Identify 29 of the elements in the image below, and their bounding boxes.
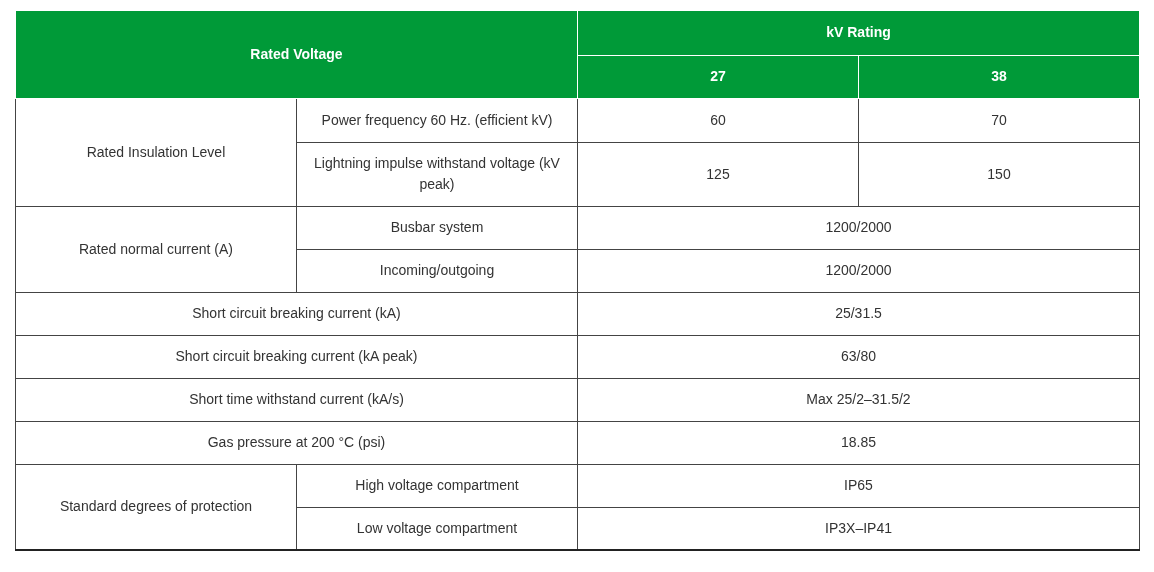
table-cell: Short circuit breaking current (kA peak) [15,335,578,378]
table-cell: Lightning impulse withstand voltage (kV peak) [296,142,578,206]
header-cell: 27 [577,55,859,98]
table-cell: 1200/2000 [577,249,1140,292]
table-cell: 125 [577,142,859,206]
header-cell: kV Rating [577,11,1140,55]
table-cell: Short time withstand current (kA/s) [15,378,578,421]
header-cell: Rated Voltage [15,11,578,98]
table-cell: High voltage compartment [296,464,578,507]
table-cell: Max 25/2–31.5/2 [577,378,1140,421]
table-cell: 63/80 [577,335,1140,378]
table-cell: Busbar system [296,206,578,249]
table-cell: Short circuit breaking current (kA) [15,292,578,335]
table-cell: 1200/2000 [577,206,1140,249]
table-cell: Incoming/outgoing [296,249,578,292]
table-cell: Standard degrees of protection [15,464,297,550]
table-cell: IP65 [577,464,1140,507]
table-cell: 70 [858,98,1140,142]
table-cell: Low voltage compartment [296,507,578,550]
table-cell: Rated Insulation Level [15,98,297,206]
header-cell: 38 [858,55,1140,98]
table-cell: Power frequency 60 Hz. (efficient kV) [296,98,578,142]
table-cell: 150 [858,142,1140,206]
table-cell: IP3X–IP41 [577,507,1140,550]
table-cell: 18.85 [577,421,1140,464]
table-cell: Rated normal current (A) [15,206,297,292]
table-cell: 60 [577,98,859,142]
table-cell: Gas pressure at 200 °C (psi) [15,421,578,464]
table-cell: 25/31.5 [577,292,1140,335]
